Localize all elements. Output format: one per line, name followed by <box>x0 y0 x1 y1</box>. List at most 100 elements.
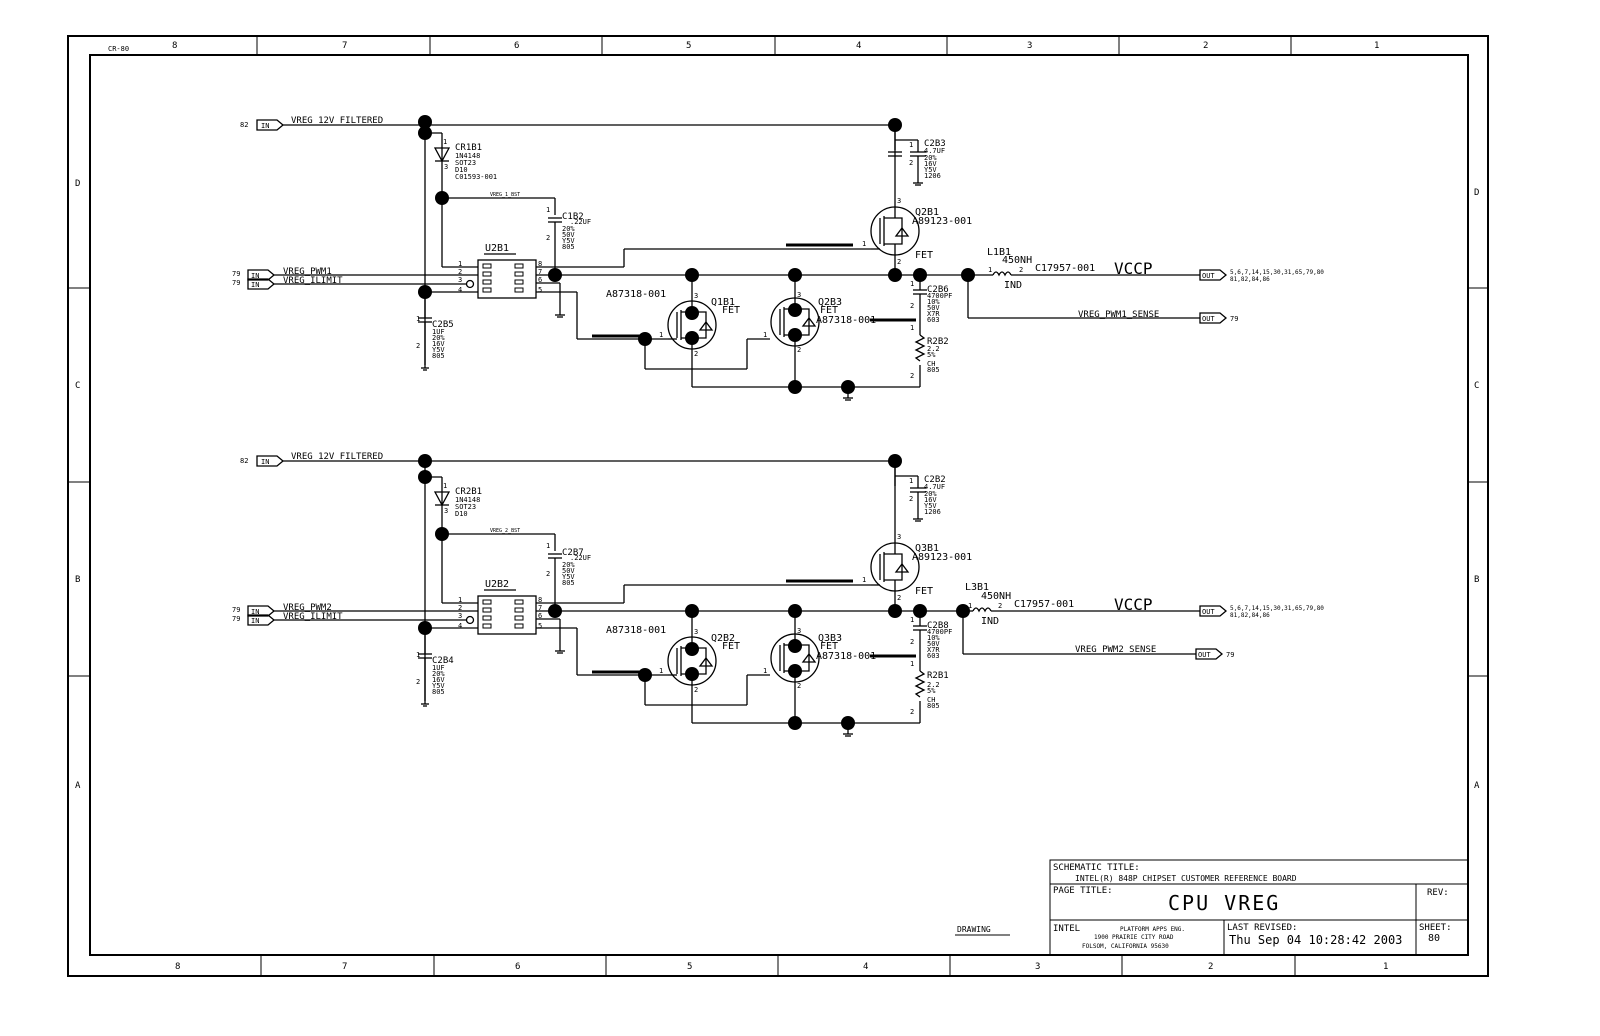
driver-pin-r8: 8 <box>538 260 542 268</box>
snub-cap-spec-4: X7R <box>927 310 940 318</box>
boot-cap-spec-3: 50V <box>562 231 575 239</box>
ilimit-net-label: VREG_ILIMIT <box>283 276 343 286</box>
diode-spec-1: 1N4148 <box>455 496 480 504</box>
in-cap-spec-2: 20% <box>432 334 445 342</box>
boot-cap-pin2: 2 <box>546 234 550 242</box>
pwm-sheet-ref: 79 <box>232 270 240 278</box>
driver-pin-stubs <box>482 599 524 629</box>
schematic-title-label: SCHEMATIC TITLE: <box>1053 863 1140 873</box>
in-cap-spec-4: Y5V <box>432 346 445 354</box>
sense-net-label: VREG_PWM2_SENSE <box>1075 645 1156 655</box>
driver-pin-r6: 6 <box>538 612 542 620</box>
in-cap-pin1: 1 <box>416 651 420 659</box>
snub-res-pin2: 2 <box>910 372 914 380</box>
top-cap-spec-3: 16V <box>924 496 937 504</box>
snub-cap-spec-5: 603 <box>927 316 940 324</box>
boot-cap-spec-2: 20% <box>562 561 575 569</box>
ilimit-sheet-ref: 79 <box>232 279 240 287</box>
snubber-res-symbol <box>914 334 926 362</box>
boot-cap-spec-4: Y5V <box>562 237 575 245</box>
inductor-value: 450NH <box>1002 255 1032 266</box>
low-fet-b-pin3: 3 <box>797 627 801 635</box>
last-revised-label: LAST REVISED: <box>1227 923 1297 933</box>
col-label-top-2: 2 <box>1203 41 1208 51</box>
driver-ic-body <box>477 595 537 635</box>
snub-cap-ref: C2B8 <box>927 621 949 631</box>
high-fet-part: A89123-001 <box>912 216 972 227</box>
diode-ref: CR2B1 <box>455 487 482 497</box>
output-port-tag <box>1199 605 1228 617</box>
vreg-circuit-1: 82 IN VREG_12V_FILTERED 1 3 CR1B1 1N4148… <box>232 115 1324 401</box>
sense-net-label: VREG_PWM1_SENSE <box>1078 310 1159 320</box>
inductor-pin1: 1 <box>968 602 972 610</box>
junction-dots <box>418 115 975 394</box>
input-sheet-ref: 82 <box>240 121 248 129</box>
driver-pin-l3: 3 <box>458 612 462 620</box>
snub-cap-spec-1: 4700PF <box>927 292 952 300</box>
output-port-label: OUT <box>1202 272 1215 280</box>
snub-res-pin1: 1 <box>910 660 914 668</box>
col-label-bottom-5: 5 <box>687 962 692 972</box>
top-cap-spec-5: 1206 <box>924 508 941 516</box>
col-label-top-5: 5 <box>686 41 691 51</box>
boot-cap-pin1: 1 <box>546 206 550 214</box>
snub-res-pin1: 1 <box>910 324 914 332</box>
in-cap-spec-2: 20% <box>432 670 445 678</box>
top-cap-pin1: 1 <box>909 141 913 149</box>
col-label-top-3: 3 <box>1027 41 1032 51</box>
row-label-right-a: A <box>1474 781 1480 791</box>
diode-spec-1: 1N4148 <box>455 152 480 160</box>
low-fet-b-part: A87318-001 <box>816 651 876 662</box>
high-fet-ref: Q3B1 <box>915 543 939 554</box>
diode-ref: CR1B1 <box>455 143 482 153</box>
bst-net-label: VREG_2_BST <box>490 528 520 534</box>
filtered-net-label: VREG_12V_FILTERED <box>291 452 383 462</box>
pwm-port-tag <box>247 269 276 281</box>
inductor-type: IND <box>1004 280 1022 291</box>
snub-cap-pin1: 1 <box>910 280 914 288</box>
snub-cap-spec-1: 4700PF <box>927 628 952 636</box>
pwm-net-label: VREG_PWM2 <box>283 603 332 613</box>
in-cap-spec-4: Y5V <box>432 682 445 690</box>
driver-pin-l1: 1 <box>458 260 462 268</box>
junction-dots <box>418 454 970 730</box>
snub-cap-spec-3: 50V <box>927 640 940 648</box>
driver-pin-r7: 7 <box>538 604 542 612</box>
boot-cap-spec-5: 805 <box>562 579 575 587</box>
low-fet-a-pin1: 1 <box>659 331 663 339</box>
input-port-label: IN <box>261 122 269 130</box>
snub-res-spec-1: 2.2 <box>927 345 940 353</box>
snub-res-spec-4: 805 <box>927 702 940 710</box>
snub-cap-pin2: 2 <box>910 302 914 310</box>
sense-port-label: OUT <box>1202 315 1215 323</box>
boot-cap-spec-1: .22UF <box>570 554 591 562</box>
company-name: INTEL <box>1053 924 1080 934</box>
driver-pin-r5: 5 <box>538 622 542 630</box>
snub-res-spec-3: CH <box>927 696 935 704</box>
in-cap-spec-3: 16V <box>432 340 445 348</box>
in-cap-spec-5: 805 <box>432 352 445 360</box>
sense-sheet-ref: 79 <box>1226 651 1234 659</box>
sheet-number: 80 <box>1428 933 1440 944</box>
sense-sheet-ref: 79 <box>1230 315 1238 323</box>
high-fet-type: FET <box>915 586 933 597</box>
diode-symbol <box>433 147 451 163</box>
address-line-3: FOLSOM, CALIFORNIA 95630 <box>1082 943 1169 950</box>
row-label-left-b: B <box>75 575 80 585</box>
top-cap-pin2: 2 <box>909 159 913 167</box>
diode-pin3: 3 <box>444 507 448 515</box>
output-net-label: VCCP <box>1114 595 1153 614</box>
low-fet-b-pin1: 1 <box>763 667 767 675</box>
low-fet-a-part: A87318-001 <box>606 289 666 300</box>
low-fet-b-type: FET <box>820 641 838 652</box>
diode-spec-2: SOT23 <box>455 503 476 511</box>
low-fet-a-type: FET <box>722 641 740 652</box>
driver-pin-l4: 4 <box>458 622 462 630</box>
high-fet-pin1: 1 <box>862 576 866 584</box>
boot-cap-pin2: 2 <box>546 570 550 578</box>
col-label-bottom-6: 6 <box>515 962 520 972</box>
ilimit-port-label: IN <box>251 281 259 289</box>
snub-cap-spec-5: 603 <box>927 652 940 660</box>
boot-cap-ref: C1B2 <box>562 212 584 222</box>
driver-pin-r7: 7 <box>538 268 542 276</box>
